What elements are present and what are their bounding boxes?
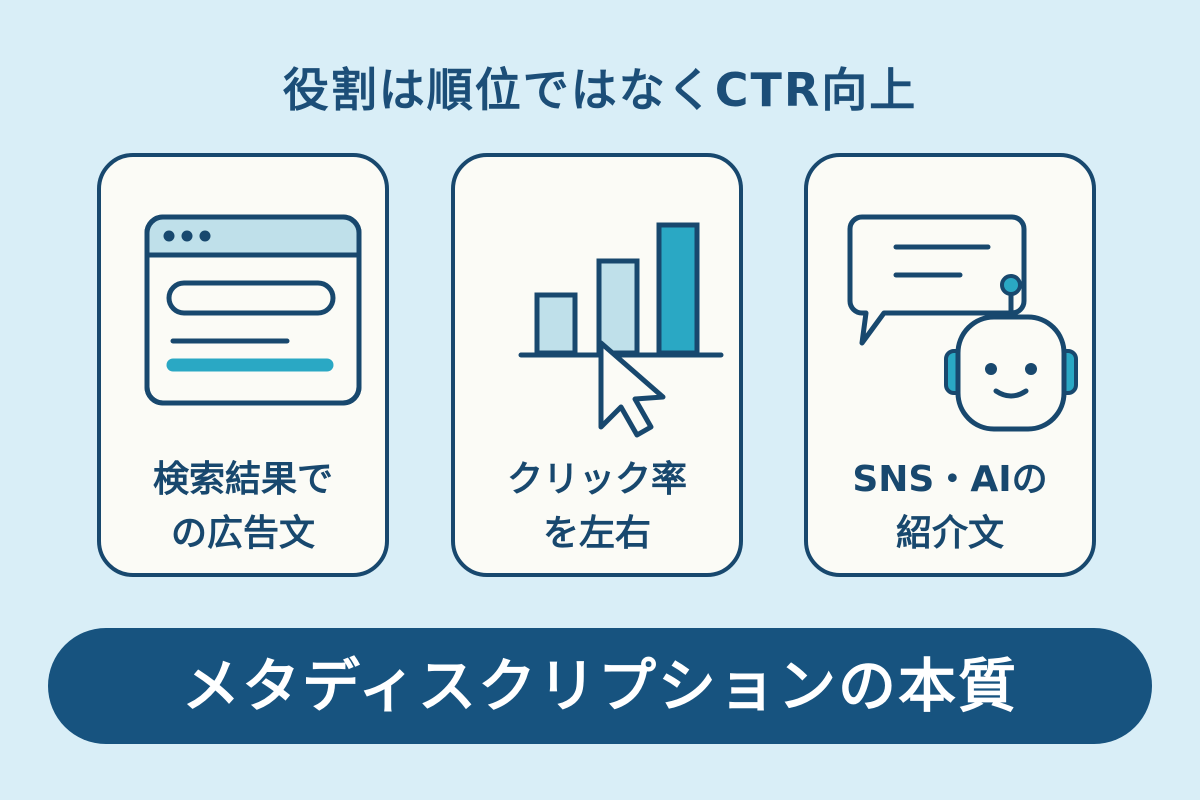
card-label-line: 検索結果で	[152, 459, 333, 500]
cursor-arrow-icon	[598, 340, 666, 438]
banner-title: メタディスクリプションの本質	[48, 628, 1152, 744]
bar-chart-cursor-icon	[518, 222, 724, 438]
card-label-line: 紹介文	[895, 513, 1004, 554]
card-label-line: の広告文	[170, 513, 315, 554]
robot-icon	[944, 274, 1078, 432]
card-label: 検索結果で の広告文	[101, 453, 385, 561]
card-label: クリック率 を左右	[455, 453, 739, 561]
card-label-line: クリック率	[506, 459, 687, 500]
card-label: SNS・AIの 紹介文	[808, 453, 1092, 561]
headline: 役割は順位ではなくCTR向上	[282, 63, 918, 117]
bar-tall	[656, 222, 700, 356]
bar-short	[534, 292, 578, 356]
card-search-results: 検索結果で の広告文	[97, 153, 389, 577]
card-click-rate: クリック率 を左右	[451, 153, 743, 577]
browser-window-icon	[144, 214, 362, 406]
card-sns-ai: SNS・AIの 紹介文	[804, 153, 1096, 577]
card-label-line: を左右	[542, 513, 651, 554]
card-label-line: SNS・AIの	[852, 459, 1048, 500]
bar-medium	[596, 258, 640, 356]
chat-robot-icon	[847, 214, 1078, 432]
